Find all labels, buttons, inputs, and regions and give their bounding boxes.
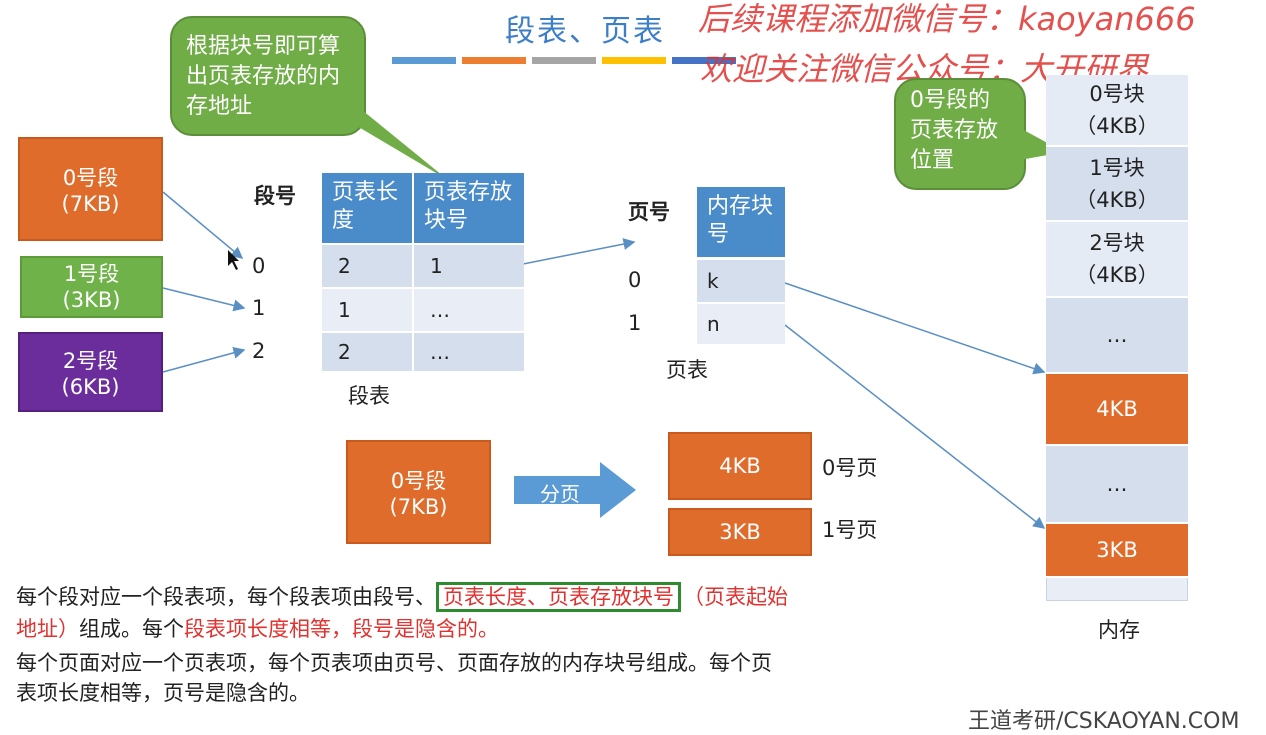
page-size: 4KB	[719, 454, 761, 478]
page-0-box: 4KB	[668, 432, 812, 500]
memory-block-size: （4KB）	[1075, 114, 1159, 138]
title-deco-bar	[392, 57, 456, 64]
segment-index: 2	[252, 339, 266, 363]
memory-block: 2号块 （4KB）	[1046, 222, 1188, 298]
segment-size: (7KB)	[389, 495, 448, 519]
page-1-box: 3KB	[668, 508, 812, 556]
segment-table-caption: 段表	[348, 384, 390, 408]
memory-block-ellipsis: …	[1046, 298, 1188, 374]
memory-block-page0: 4KB	[1046, 374, 1188, 446]
description-text: 段表项长度相等，段号是隐含的。	[184, 617, 499, 641]
callout-tail	[330, 110, 448, 180]
description-text: 组成。每个	[79, 617, 184, 641]
watermark-line-1: 后续课程添加微信号：kaoyan666	[698, 0, 1196, 38]
page-index: 0	[628, 268, 642, 292]
memory-block-size: （4KB）	[1075, 187, 1159, 212]
segment1-link-arrow	[162, 287, 246, 312]
segment-index: 0	[252, 254, 266, 278]
title-deco-bar	[532, 57, 596, 64]
memory-block-label: 4KB	[1096, 397, 1138, 421]
description-line-4: 表项长度相等，页号是隐含的。	[16, 681, 310, 705]
page1-memory-arrow	[784, 324, 1046, 529]
page-index-header: 页号	[628, 200, 670, 224]
highlighted-fields: 页表长度、页表存放块号	[436, 582, 681, 612]
segment-name: 0号段	[390, 469, 447, 493]
description-text: 地址）	[16, 617, 79, 641]
segment-index: 1	[252, 296, 266, 320]
segment-index-header: 段号	[254, 184, 296, 208]
segment-table-cell: …	[414, 333, 524, 371]
memory-block-label: …	[1106, 323, 1128, 347]
page-index: 1	[628, 311, 642, 335]
page-table-caption: 页表	[666, 358, 708, 382]
title-deco-bar	[602, 57, 666, 64]
segment-table-cell: 1	[414, 245, 524, 287]
segment-size: (7KB)	[61, 192, 120, 216]
page-table-cell: k	[697, 260, 785, 302]
paging-arrow-label: 分页	[540, 482, 580, 506]
segment0-link-arrow	[162, 191, 244, 259]
brand-logo-text: 王道考研/CSKAOYAN.COM	[968, 709, 1240, 734]
segment-name: 1号段	[63, 262, 120, 286]
memory-block-label: 1号块	[1089, 155, 1145, 180]
segment-size: (6KB)	[61, 375, 120, 399]
description-text: 每个段对应一个段表项，每个段表项由段号、	[16, 585, 436, 609]
memory-block-label: 3KB	[1096, 538, 1138, 562]
segment-1-box: 1号段 (3KB)	[20, 256, 163, 318]
description-line-3: 每个页面对应一个页表项，每个页表项由页号、页面存放的内存块号组成。每个页	[16, 651, 772, 675]
memory-block-label: …	[1106, 472, 1128, 496]
segment-size: (3KB)	[62, 288, 121, 312]
memory-block-label: 2号块	[1089, 231, 1145, 255]
page0-memory-arrow	[784, 282, 1046, 375]
description-text: （页表起始	[683, 585, 788, 609]
page-table-link-arrow	[517, 238, 636, 266]
page-label: 1号页	[822, 518, 878, 542]
segment-2-box: 2号段 (6KB)	[18, 332, 163, 412]
mouse-cursor	[228, 250, 239, 270]
title-deco-bar	[672, 57, 736, 64]
page-table-header: 内存块号	[697, 187, 785, 257]
segment-table-header-length: 页表长度	[322, 173, 412, 243]
memory-block: 0号块 （4KB）	[1046, 75, 1188, 147]
description-line-2: 地址）组成。每个段表项长度相等，段号是隐含的。	[16, 614, 499, 644]
segment-table-cell: …	[414, 289, 524, 331]
memory-block: 1号块 （4KB）	[1046, 147, 1188, 222]
slide-title: 段表、页表	[505, 14, 665, 49]
description-line-1: 每个段对应一个段表项，每个段表项由段号、页表长度、页表存放块号（页表起始	[16, 582, 788, 612]
memory-block-size: （4KB）	[1075, 263, 1159, 287]
segment-table-header-block: 页表存放块号	[414, 173, 524, 243]
page-label: 0号页	[822, 456, 878, 480]
paging-segment-box: 0号段 (7KB)	[346, 440, 491, 544]
page-table-cell: n	[697, 304, 785, 344]
callout-segment0-page-table: 0号段的页表存放位置	[894, 78, 1026, 190]
segment-table-cell: 2	[322, 245, 412, 287]
segment-table-cell: 1	[322, 289, 412, 331]
callout-page-table-location: 根据块号即可算出页表存放的内存地址	[170, 16, 366, 136]
segment-name: 0号段	[62, 166, 119, 190]
segment-name: 2号段	[62, 349, 119, 373]
page-size: 3KB	[719, 520, 761, 544]
memory-block-ellipsis: …	[1046, 446, 1188, 524]
segment-0-box: 0号段 (7KB)	[18, 137, 163, 241]
title-deco-bar	[462, 57, 526, 64]
memory-block-label: 0号块	[1089, 82, 1145, 106]
memory-block-page1: 3KB	[1046, 524, 1188, 578]
segment-table-cell: 2	[322, 333, 412, 371]
segment2-link-arrow	[162, 346, 246, 373]
memory-caption: 内存	[1098, 618, 1140, 642]
paging-arrow	[514, 462, 636, 518]
